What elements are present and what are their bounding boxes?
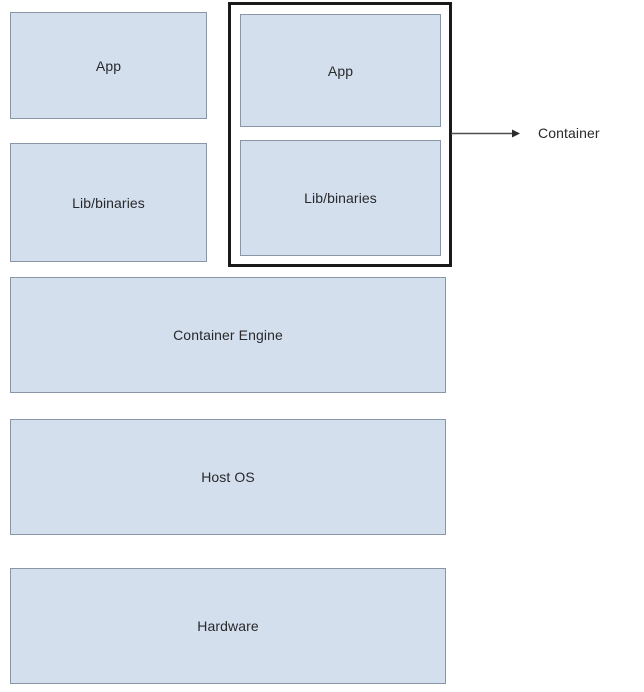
box-host-os: Host OS bbox=[10, 419, 446, 535]
box-hardware-label: Hardware bbox=[197, 618, 259, 634]
box-lib-binaries-left: Lib/binaries bbox=[10, 143, 207, 262]
box-container-engine: Container Engine bbox=[10, 277, 446, 393]
box-hardware: Hardware bbox=[10, 568, 446, 684]
box-lib-binaries-right-label: Lib/binaries bbox=[304, 190, 377, 206]
box-app-left-label: App bbox=[95, 57, 122, 74]
box-app-right-label: App bbox=[327, 62, 354, 79]
box-app-right: App bbox=[240, 14, 441, 127]
box-app-left: App bbox=[10, 12, 207, 119]
container-callout-label: Container bbox=[538, 125, 600, 141]
box-host-os-label: Host OS bbox=[201, 469, 255, 485]
box-lib-binaries-right: Lib/binaries bbox=[240, 140, 441, 256]
box-container-engine-label: Container Engine bbox=[173, 327, 283, 343]
arrow-right-icon bbox=[451, 129, 520, 138]
box-lib-binaries-left-label: Lib/binaries bbox=[72, 194, 145, 211]
